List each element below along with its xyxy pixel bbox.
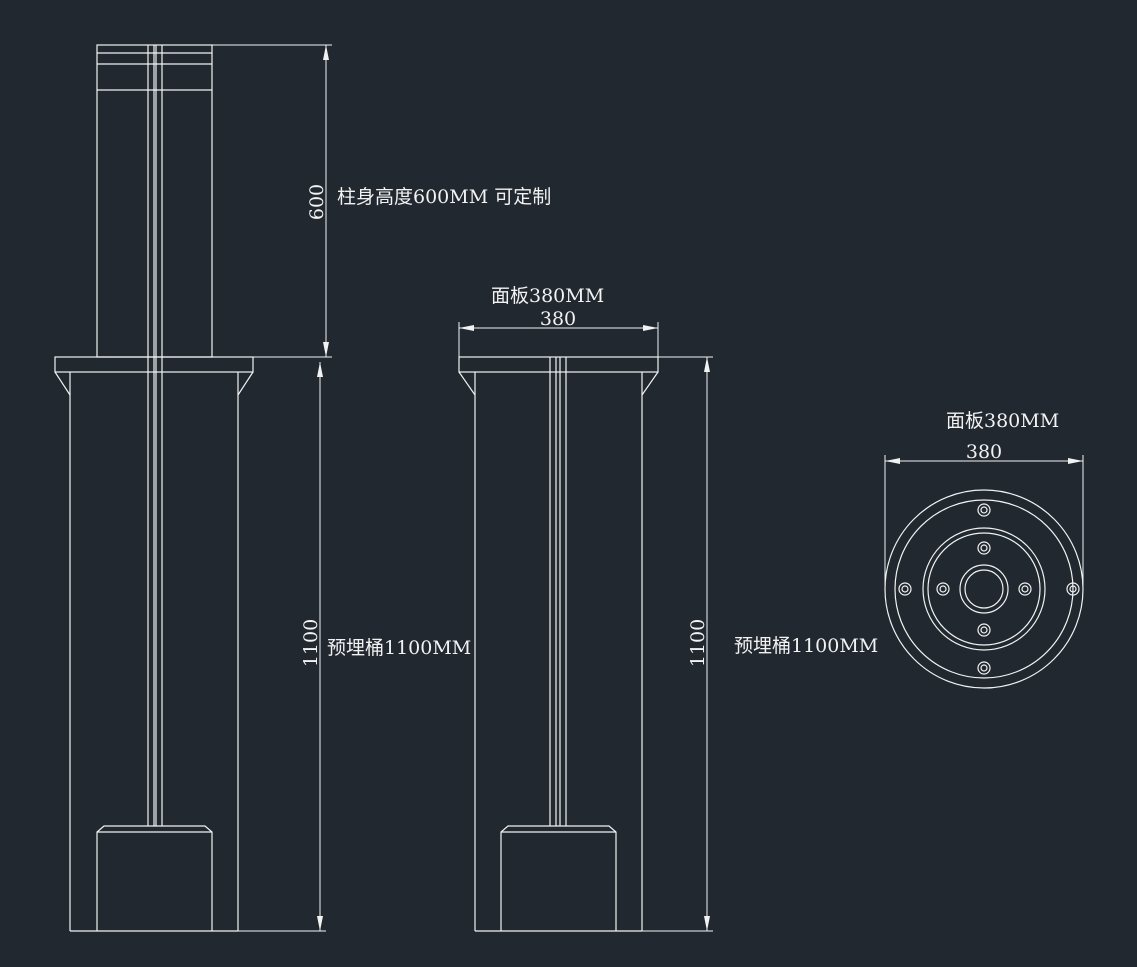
- top-panel-side: [458, 356, 659, 396]
- center-bore-inner: [964, 569, 1004, 609]
- dimension-panel-width-top: 380: [884, 441, 1084, 589]
- dimension-text-380-side: 380: [540, 308, 576, 330]
- embedded-bucket-side: [474, 372, 643, 932]
- panel-note-side: 面板380MM: [491, 285, 604, 307]
- bucket-note-front: 预埋桶1100MM: [327, 637, 471, 659]
- dimension-column-height: 600: [212, 44, 332, 358]
- flange-ring-inner: [927, 532, 1041, 646]
- top-flange: [54, 356, 254, 396]
- panel-note-top: 面板380MM: [946, 410, 1059, 432]
- panel-outer-circle: [884, 489, 1084, 689]
- top-view: 380 面板380MM: [884, 410, 1084, 689]
- flange-ring-outer: [922, 527, 1046, 651]
- motor-box-side: [500, 825, 617, 931]
- panel-inner-circle: [894, 499, 1074, 679]
- dimension-bucket-height-front: 1100: [238, 362, 326, 932]
- lift-shaft: [147, 45, 163, 826]
- column-height-note: 柱身高度600MM 可定制: [337, 186, 551, 208]
- lift-shaft-side: [549, 357, 567, 826]
- embedded-bucket: [69, 372, 239, 932]
- dimension-text-1100-front: 1100: [300, 619, 322, 667]
- dimension-panel-width-side: 380: [458, 308, 659, 357]
- dimension-text-600: 600: [306, 184, 328, 220]
- bucket-note-side: 预埋桶1100MM: [734, 635, 878, 657]
- side-view: 380 面板380MM 1100 预埋桶1100MM: [458, 285, 878, 932]
- outer-mounting-holes: [898, 503, 1080, 675]
- dimension-bucket-height-side: 1100: [642, 356, 713, 932]
- front-view: 600 柱身高度600MM 可定制 1100 预埋桶1100MM: [54, 44, 551, 932]
- motor-box: [96, 825, 213, 931]
- center-bore-outer: [959, 564, 1009, 614]
- inner-mounting-holes: [936, 541, 1032, 637]
- dimension-text-1100-side: 1100: [687, 619, 709, 667]
- dimension-text-380-top: 380: [966, 441, 1002, 463]
